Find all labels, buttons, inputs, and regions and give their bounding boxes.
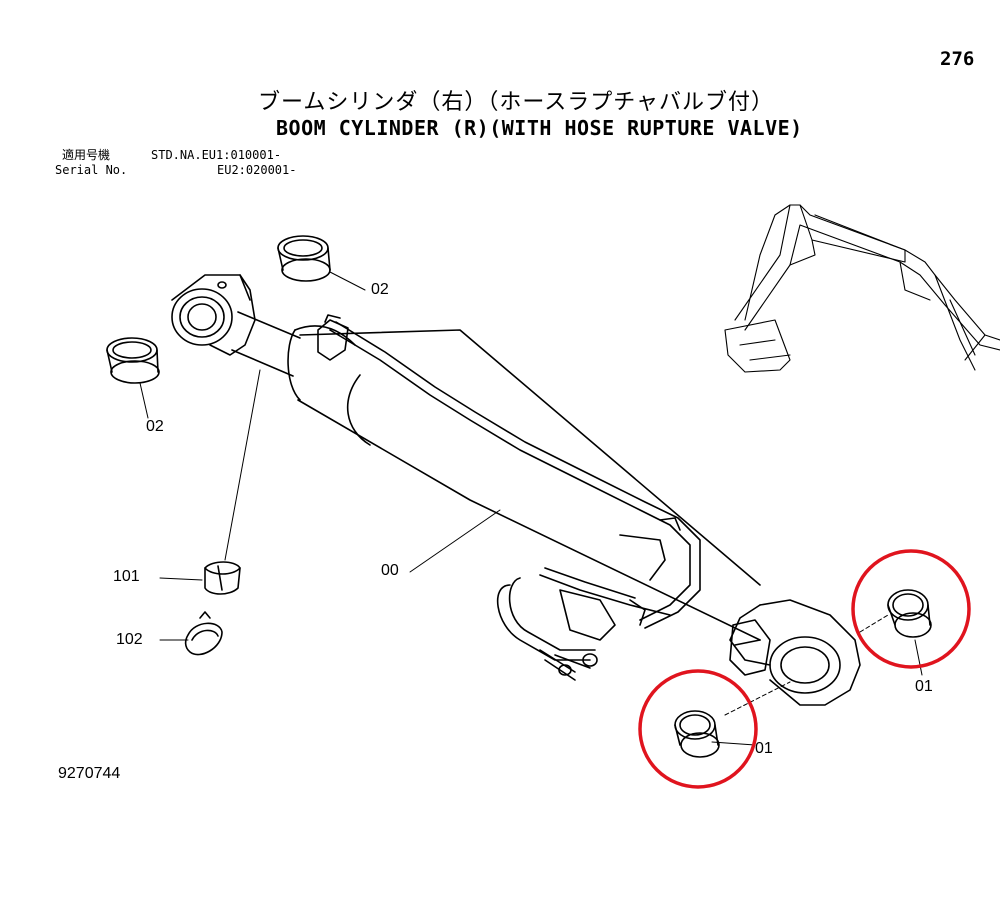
- callout-101: 101: [113, 568, 140, 585]
- callout-01-right: 01: [915, 678, 933, 695]
- highlight-circle-01-bottom: [638, 669, 758, 789]
- callout-102: 102: [116, 631, 143, 648]
- serial-range-line1: STD.NA.EU1:010001-: [151, 148, 282, 162]
- drawing-number: 9270744: [58, 765, 121, 782]
- title-english: BOOM CYLINDER (R)(WITH HOSE RUPTURE VALV…: [276, 116, 803, 140]
- bushing-01-bottom: [674, 710, 720, 758]
- serial-label-japanese: 適用号機: [62, 148, 111, 162]
- boom-cylinder: [171, 274, 861, 706]
- callout-02-top: 02: [371, 281, 389, 298]
- clip-102: [184, 611, 223, 656]
- callout-00: 00: [381, 562, 399, 579]
- excavator-arm-silhouette: [724, 204, 1000, 373]
- bolts: [539, 649, 598, 681]
- bushing-01-right: [887, 589, 932, 638]
- callout-01-bottom: 01: [755, 740, 773, 757]
- bushing-02-top: [277, 235, 331, 282]
- leader-lines: [139, 271, 923, 746]
- fitting-101: [204, 561, 241, 595]
- serial-range-line2: EU2:020001-: [217, 163, 297, 177]
- title-japanese: ブームシリンダ（右）（ホースラプチャバルブ付）: [258, 90, 775, 115]
- serial-label-english: Serial No.: [55, 163, 128, 177]
- bushing-02-left: [106, 337, 160, 384]
- highlight-circle-01-right: [851, 549, 971, 669]
- page-number: 276: [940, 48, 975, 70]
- callout-02-left: 02: [146, 418, 164, 435]
